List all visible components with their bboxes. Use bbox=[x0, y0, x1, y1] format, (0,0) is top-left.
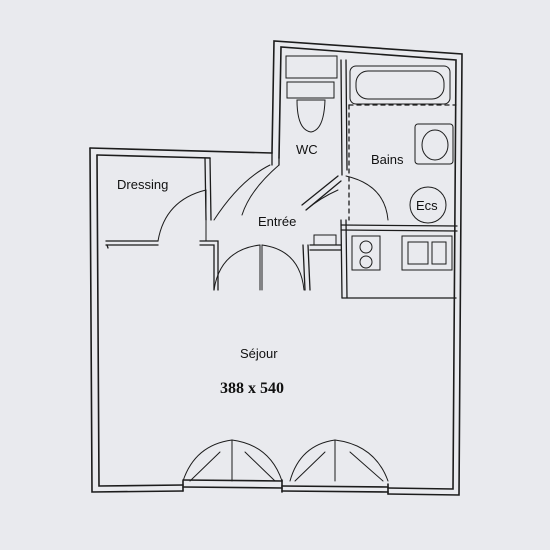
bath-sink-basin bbox=[421, 129, 449, 161]
burner bbox=[359, 255, 373, 269]
entree-washbasin bbox=[313, 234, 337, 246]
room-label-entree: Entrée bbox=[258, 214, 297, 229]
bathtub-inner bbox=[355, 70, 445, 100]
wc-tank bbox=[286, 81, 335, 99]
toilet-bowl bbox=[296, 99, 326, 133]
sejour-dimensions: 388 x 540 bbox=[220, 380, 284, 397]
kitchen-sink-drainer bbox=[431, 241, 447, 265]
room-label-ecs: Ecs bbox=[416, 198, 438, 213]
water-heater bbox=[409, 186, 447, 224]
burner bbox=[359, 240, 373, 254]
kitchen-sink-basin bbox=[407, 241, 429, 265]
bath-sink-counter bbox=[414, 123, 454, 165]
fixtures bbox=[285, 55, 454, 271]
outer-walls bbox=[89, 40, 463, 496]
room-label-dressing: Dressing bbox=[117, 177, 169, 192]
room-label-bains: Bains bbox=[371, 152, 404, 167]
doors bbox=[157, 164, 389, 482]
room-label-wc: WC bbox=[296, 142, 318, 157]
kitchen-sink bbox=[401, 235, 453, 271]
wc-cabinet bbox=[285, 55, 338, 79]
room-label-sejour: Séjour bbox=[240, 346, 278, 361]
cooktop bbox=[351, 235, 381, 271]
bathtub bbox=[349, 65, 451, 105]
